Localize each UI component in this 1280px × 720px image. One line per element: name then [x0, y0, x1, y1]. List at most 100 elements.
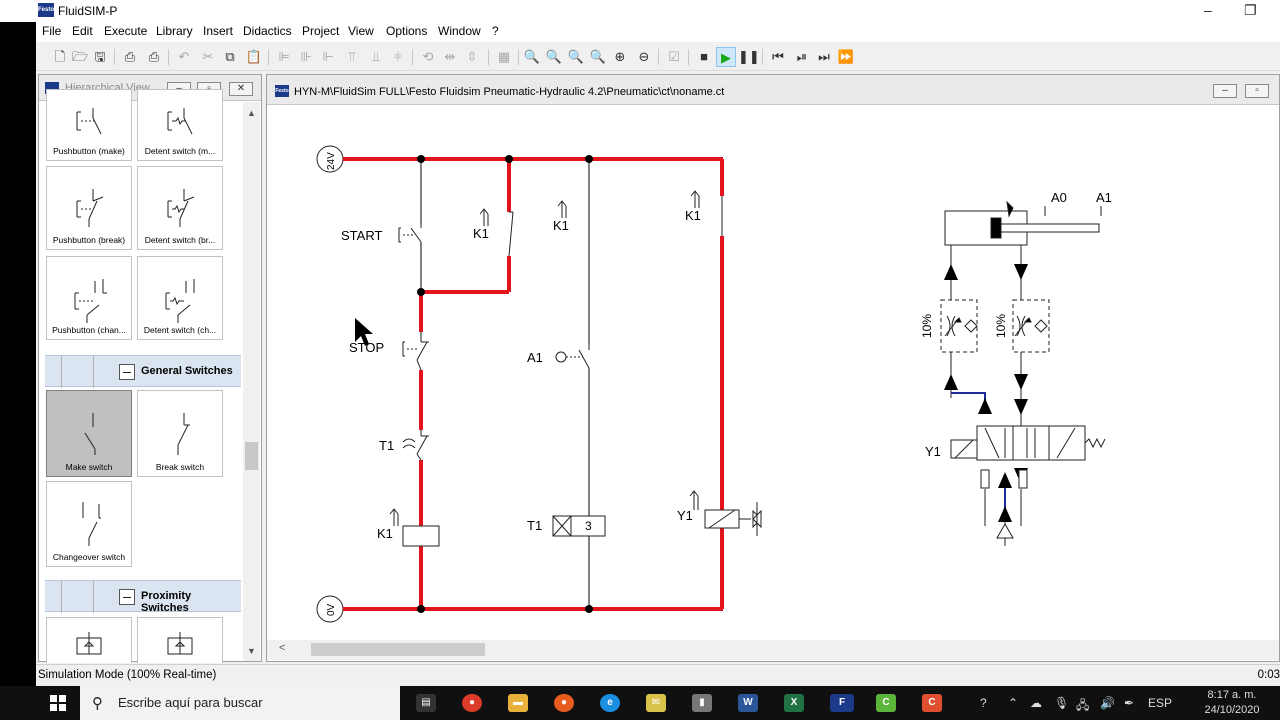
align-bottom-icon[interactable]: ⫩ — [394, 49, 402, 64]
make-switch-cell[interactable]: Make switch — [46, 390, 132, 477]
break-switch-cell[interactable]: Break switch — [137, 390, 223, 477]
pushbutton-changeover-cell[interactable]: Pushbutton (chan... — [46, 256, 132, 340]
firefox-icon[interactable]: ● — [554, 694, 574, 712]
camtasia-recorder-icon[interactable]: C — [922, 694, 942, 712]
pause-icon[interactable]: ❚❚ — [738, 49, 760, 64]
clock-time[interactable]: 8:17 a. m. — [1207, 689, 1257, 701]
proximity-switch-cell[interactable] — [46, 617, 132, 663]
help-icon[interactable]: ? — [980, 696, 987, 710]
collapse-icon[interactable] — [119, 589, 135, 605]
detent-switch-break-cell[interactable]: Detent switch (br... — [137, 166, 223, 250]
single-step-icon[interactable]: ⏭ — [818, 49, 830, 64]
clock-date[interactable]: 24/10/2020 — [1204, 704, 1260, 716]
step-icon[interactable]: ⏯ — [796, 49, 808, 64]
print-preview-icon[interactable]: ⎙ — [124, 49, 136, 64]
menu-insert[interactable]: Insert — [203, 24, 234, 38]
align-middle-icon[interactable]: ⫫ — [372, 49, 380, 64]
zoom-out-icon[interactable]: ⊖ — [638, 49, 650, 64]
align-left-icon[interactable]: ⊫ — [278, 49, 290, 64]
cloud-icon[interactable]: ☁ — [1030, 696, 1042, 710]
microphone-icon[interactable]: 🎙 — [1054, 696, 1070, 710]
circuit-maximize-button[interactable]: ▫ — [1245, 84, 1269, 98]
directional-control-valve[interactable] — [950, 425, 1106, 489]
zoom-window-icon[interactable]: 🔍 — [545, 49, 563, 64]
menu-execute[interactable]: Execute — [104, 24, 148, 38]
play-icon[interactable]: ▶ — [716, 47, 736, 67]
stop-icon[interactable]: ■ — [700, 49, 708, 64]
pen-icon[interactable]: ✒ — [1124, 696, 1135, 710]
align-center-icon[interactable]: ⊪ — [300, 49, 312, 64]
library-close-button[interactable]: ✕ — [229, 82, 253, 96]
menu-view[interactable]: View — [348, 24, 374, 38]
edge-icon[interactable]: e — [600, 694, 620, 712]
mirror-v-icon[interactable]: ⇳ — [466, 49, 478, 64]
general-switches-group[interactable]: General Switches — [45, 355, 241, 388]
scroll-up-icon[interactable]: ▲ — [247, 108, 256, 118]
mail-icon[interactable]: ✉ — [646, 694, 666, 712]
print-icon[interactable]: ⎙ — [148, 49, 160, 64]
restore-button[interactable]: ❐ — [1244, 2, 1257, 18]
detent-switch-changeover-cell[interactable]: Detent switch (ch... — [137, 256, 223, 340]
grid-icon[interactable]: ▦ — [497, 49, 511, 64]
align-top-icon[interactable]: ⫪ — [348, 49, 356, 64]
menu-library[interactable]: Library — [156, 24, 193, 38]
menu-options[interactable]: Options — [386, 24, 428, 38]
menu-window[interactable]: Window — [438, 24, 481, 38]
k1-contact-right[interactable] — [690, 190, 723, 236]
undo-icon[interactable]: ↶ — [178, 49, 190, 64]
zoom-fit-icon[interactable]: 🔍 — [523, 49, 541, 64]
menu-edit[interactable]: Edit — [72, 24, 93, 38]
changeover-switch-cell[interactable]: Changeover switch — [46, 481, 132, 567]
scroll-thumb[interactable] — [311, 643, 485, 656]
proximity-switch-cell[interactable] — [137, 617, 223, 663]
save-icon[interactable]: 🖫 — [94, 49, 106, 64]
network-icon[interactable]: 🖧 — [1076, 698, 1090, 712]
k1-contact-middle[interactable] — [557, 200, 567, 218]
circuit-canvas[interactable]: 24V 0V — [267, 106, 1279, 640]
k1-relay-coil[interactable] — [389, 508, 440, 547]
pushbutton-break-cell[interactable]: Pushbutton (break) — [46, 166, 132, 250]
camtasia-icon[interactable]: C — [876, 694, 896, 712]
taskbar-search[interactable]: ⚲ Escribe aquí para buscar — [80, 686, 400, 720]
horizontal-scrollbar[interactable]: < — [267, 640, 1279, 660]
menu-help[interactable]: ? — [492, 24, 499, 38]
cut-icon[interactable]: ✂ — [202, 49, 214, 64]
minimize-button[interactable]: – — [1204, 2, 1212, 18]
k1-holding-contact[interactable] — [479, 208, 514, 257]
t1-timer-coil[interactable] — [552, 515, 606, 537]
zoom-in-icon[interactable]: ⊕ — [614, 49, 626, 64]
flow-control-valve-left[interactable] — [940, 299, 978, 353]
y1-solenoid-coil[interactable] — [689, 490, 762, 536]
new-file-icon[interactable]: 🗋 — [54, 49, 66, 64]
collapse-icon[interactable] — [119, 364, 135, 380]
proximity-switches-group[interactable]: Proximity Switches — [45, 580, 241, 614]
stop-pushbutton[interactable] — [402, 332, 429, 371]
t1-timer-contact[interactable] — [402, 430, 429, 461]
scroll-thumb[interactable] — [245, 442, 258, 470]
language-indicator[interactable]: ESP — [1148, 696, 1173, 710]
start-pushbutton[interactable] — [398, 224, 422, 243]
mirror-h-icon[interactable]: ⇹ — [444, 49, 456, 64]
circuit-minimize-button[interactable]: – — [1213, 84, 1237, 98]
paste-icon[interactable]: 📋 — [245, 49, 263, 64]
scroll-left-icon[interactable]: < — [279, 642, 286, 654]
fast-forward-icon[interactable]: ⏩ — [837, 49, 855, 64]
zoom-circuit-icon[interactable]: 🔍 — [567, 49, 585, 64]
excel-icon[interactable]: X — [784, 694, 804, 712]
windows-start-icon[interactable] — [50, 695, 66, 711]
compressed-air-supply[interactable] — [996, 522, 1014, 539]
fluidsim-taskbar-icon[interactable]: F — [830, 694, 854, 712]
copy-icon[interactable]: ⧉ — [225, 49, 235, 64]
open-folder-icon[interactable]: 🗁 — [71, 49, 89, 64]
scroll-down-icon[interactable]: ▼ — [247, 646, 256, 656]
word-icon[interactable]: W — [738, 694, 758, 712]
detent-switch-make-cell[interactable]: Detent switch (m... — [137, 89, 223, 161]
check-drawing-icon[interactable]: ☑ — [668, 49, 680, 64]
a1-limit-switch[interactable] — [555, 344, 590, 369]
chevron-up-icon[interactable]: ⌃ — [1008, 696, 1019, 710]
zoom-last-icon[interactable]: 🔍 — [589, 49, 607, 64]
menu-didactics[interactable]: Didactics — [243, 24, 292, 38]
reset-icon[interactable]: ⏮ — [772, 49, 784, 64]
file-explorer-icon[interactable]: ▬ — [508, 694, 528, 712]
align-right-icon[interactable]: ⊩ — [322, 49, 334, 64]
